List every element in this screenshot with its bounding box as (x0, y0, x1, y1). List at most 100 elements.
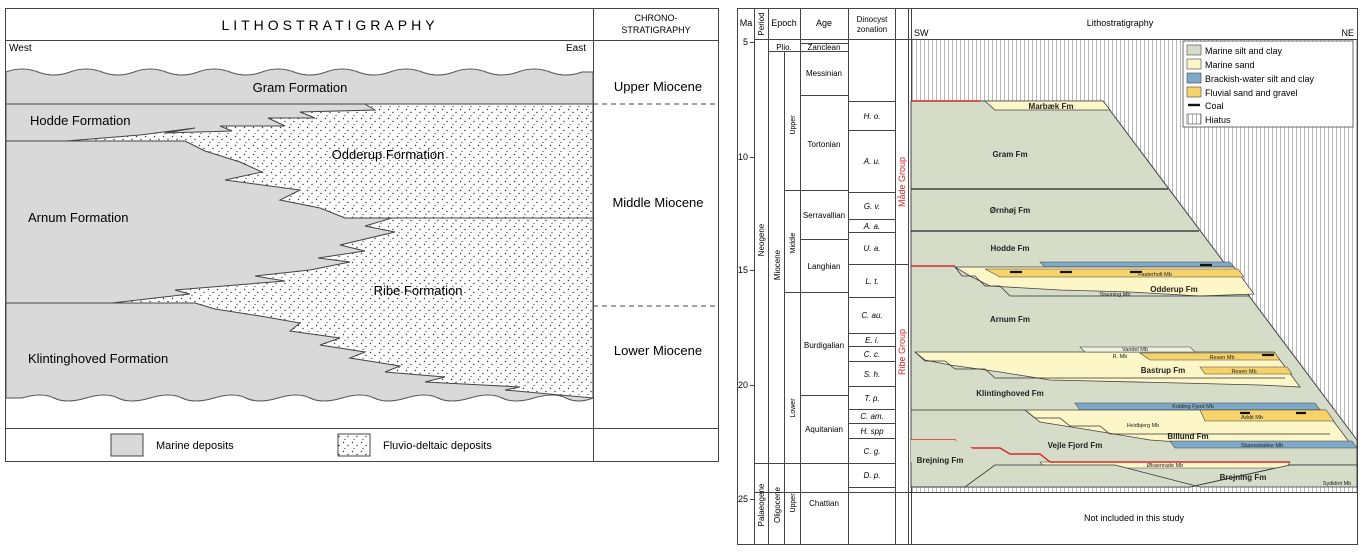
mb-addit: Addit Mb (1241, 415, 1263, 421)
legend-hiatus-swatch (1186, 113, 1202, 125)
header-period: Period (757, 12, 766, 35)
dino-ua: U. a. (864, 244, 881, 253)
fasterholt-fluvial (984, 268, 1245, 278)
left-title: LITHOSTRATIGRAPHY (221, 17, 438, 33)
legend-brackish: Brackish-water silt and clay (1205, 74, 1315, 84)
legend-fluvial: Fluvial sand and gravel (1205, 88, 1298, 98)
mb-kolding: Kolding Fjord Mb (1172, 404, 1214, 410)
fm-gram: Gram Fm (992, 150, 1027, 159)
resen-fluvial-1 (1139, 352, 1281, 361)
legend-marine-sand: Marine sand (1205, 60, 1255, 70)
mb-okaenrade: Økaenrade Mb (1147, 463, 1183, 469)
dino-cau: C. au. (861, 311, 882, 320)
ma-tick-20: 20 (738, 380, 748, 390)
age-zanclean: Zanclean (808, 43, 841, 52)
fm-vejle: Vejle Fjord Fm (1048, 441, 1103, 450)
legend-brackish-swatch (1186, 72, 1202, 84)
fm-odderup: Odderup Fm (1150, 285, 1198, 294)
period-neogene: Neogene (757, 223, 766, 256)
dino-cg: C. g. (864, 447, 881, 456)
header-age: Age (816, 18, 832, 28)
ma-tick-15: 15 (738, 265, 748, 275)
fm-marbaek: Marbæk Fm (1029, 102, 1074, 111)
dino-au: A. u. (863, 157, 880, 166)
gram-formation-label: Gram Formation (253, 80, 348, 95)
chronostratigraphy-chart: 5 10 15 20 25 Ma Period Epoch Age Dinocy… (737, 8, 1358, 545)
legend-marine-swatch (110, 433, 144, 457)
dino-ho: H. o. (864, 112, 881, 121)
header-dinocyst-1: Dinocyst (857, 15, 888, 24)
mb-sydklint: Sydklint Mb (1323, 481, 1351, 487)
upper-miocene-label: Upper Miocene (614, 79, 702, 94)
dino-cc: C. c. (864, 350, 880, 359)
subepoch-middle: Middle (790, 233, 797, 254)
fm-billund: Billund Fm (1167, 432, 1208, 441)
west-label: West (9, 43, 32, 54)
fm-hodde: Hodde Fm (990, 244, 1029, 253)
subepoch-lower: Lower (790, 398, 797, 418)
legend-fluvial-swatch (1186, 86, 1202, 98)
ma-tick-25: 25 (738, 494, 748, 504)
mb-vandel: Vandel Mb (1122, 347, 1148, 353)
arnum-formation-label: Arnum Formation (28, 210, 128, 225)
dino-tp: T. p. (864, 394, 879, 403)
middle-miocene-label: Middle Miocene (612, 195, 703, 210)
legend-hiatus: Hiatus (1205, 115, 1231, 125)
header-dinocyst-2: zonation (857, 25, 887, 34)
header-lithostratigraphy: Lithostratigraphy (1087, 18, 1154, 28)
fm-ornhoj: Ørnhøj Fm (990, 206, 1030, 215)
legend-marine-sand-swatch (1186, 58, 1202, 70)
dino-cam: C. am. (860, 412, 884, 421)
not-included-label: Not included in this study (1084, 513, 1185, 523)
vandel-sand (1079, 346, 1196, 353)
mb-r: R. Mb (1113, 354, 1128, 360)
group-ribe: Ribe Group (897, 329, 907, 375)
hodde-formation-label: Hodde Formation (30, 113, 130, 128)
dino-gv: G. v. (864, 202, 880, 211)
age-langhian: Langhian (808, 262, 841, 271)
header-ma: Ma (740, 18, 753, 28)
age-serravallian: Serravallian (803, 211, 845, 220)
period-palaeogene: Palaeogene (757, 483, 766, 526)
mb-skansebakke: Skansebakke Mb (1241, 443, 1283, 449)
marbaek-body (983, 100, 1111, 111)
fm-klintinghoved: Klintinghoved Fm (976, 389, 1044, 398)
lithostratigraphy-diagram: LITHOSTRATIGRAPHY CHRONO- STRATIGRAPHY W… (5, 8, 719, 462)
legend-fluvio-label: Fluvio-deltaic deposits (383, 440, 492, 452)
east-label: East (566, 43, 586, 54)
mb-stauning: Stauning Mb (1100, 292, 1131, 298)
dino-hspp: H. spp (860, 427, 884, 436)
ma-tick-5: 5 (743, 37, 748, 47)
mb-hvidbjerg: Hvidbjerg Mb (1127, 423, 1159, 429)
header-epoch: Epoch (771, 18, 797, 28)
header-ne: NE (1341, 28, 1354, 38)
epoch-oligocene: Oligocene (773, 486, 782, 523)
dino-aa: A. a. (863, 222, 880, 231)
dino-lt: L. t. (865, 277, 878, 286)
lower-miocene-label: Lower Miocene (614, 343, 702, 358)
addit-fluvial (1199, 409, 1335, 422)
mb-fasterholt: Fasterholt Mb (1138, 272, 1172, 278)
mb-resen-2: Resen Mb (1231, 369, 1256, 375)
age-messinian: Messinian (806, 69, 842, 78)
epoch-miocene: Miocene (773, 249, 782, 280)
subepoch-olig-upper: Upper (790, 493, 797, 513)
odderup-formation-label: Odderup Formation (332, 147, 445, 162)
dino-ei: E. i. (865, 336, 879, 345)
fluvio-deltaic-area (65, 103, 594, 399)
legend-marine-silt: Marine silt and clay (1205, 46, 1283, 56)
age-burdigalian: Burdigalian (804, 341, 844, 350)
fm-brejning-right: Brejning Fm (1220, 473, 1267, 482)
chrono-title-line2: STRATIGRAPHY (621, 25, 690, 35)
resen-fluvial-2 (1199, 366, 1293, 375)
epoch-plio: Plio. (776, 43, 792, 52)
fm-brejning-left: Brejning Fm (917, 456, 964, 465)
legend-marine-label: Marine deposits (156, 440, 234, 452)
dino-sh: S. h. (864, 370, 880, 379)
brejning-body-left (911, 440, 1000, 462)
klintinghoved-formation-label: Klintinghoved Formation (28, 351, 168, 366)
dino-dp: D. p. (864, 471, 881, 480)
brejning-lower (911, 464, 1358, 488)
age-tortonian: Tortonian (808, 140, 841, 149)
legend-coal: Coal (1205, 101, 1224, 111)
